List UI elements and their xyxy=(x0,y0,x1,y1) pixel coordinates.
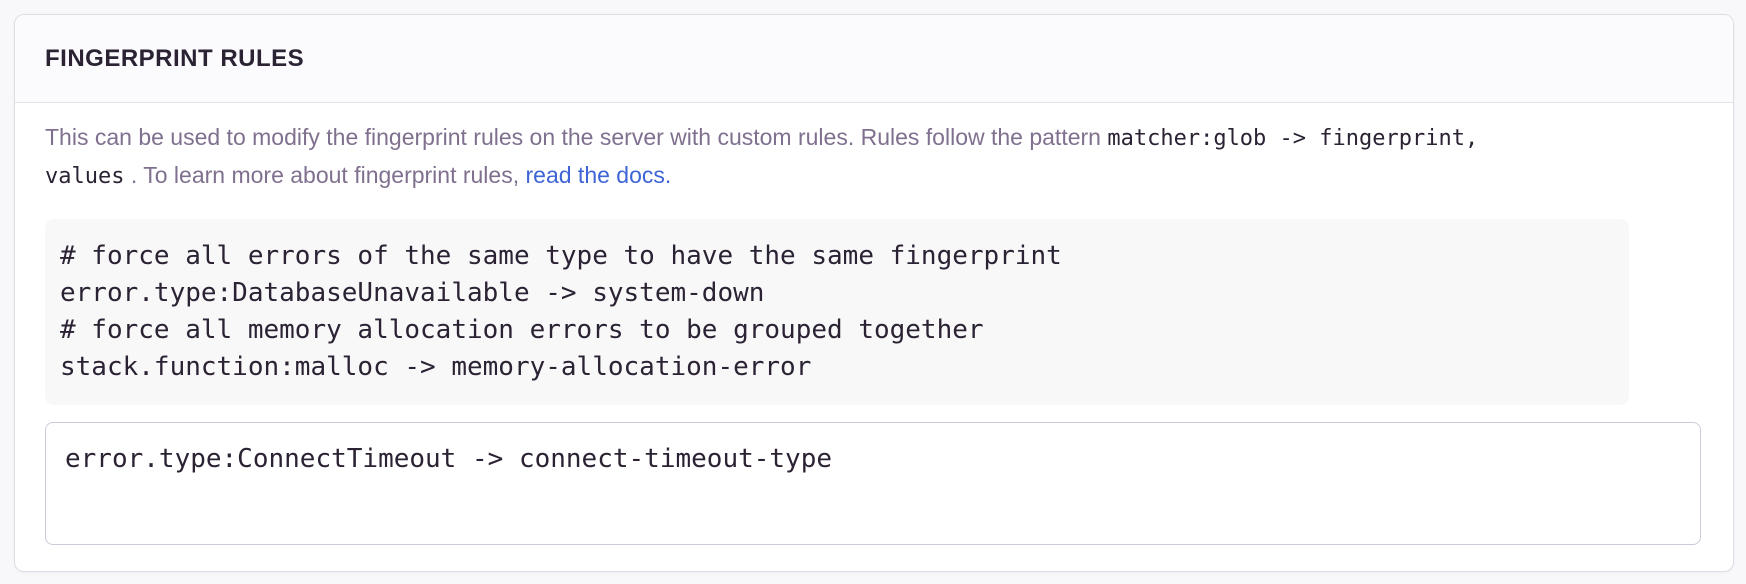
panel-body: This can be used to modify the fingerpri… xyxy=(15,103,1733,571)
panel-title: FINGERPRINT RULES xyxy=(45,44,305,72)
description-middle-text: . To learn more about fingerprint rules, xyxy=(124,162,526,188)
read-the-docs-link[interactable]: read the docs. xyxy=(525,162,672,188)
pattern-inline-code-line1: matcher:glob -> fingerprint, xyxy=(1107,126,1479,151)
panel-header: FINGERPRINT RULES xyxy=(15,15,1733,103)
description-intro-text: This can be used to modify the fingerpri… xyxy=(45,124,1108,150)
fingerprint-rules-textarea[interactable]: error.type:ConnectTimeout -> connect-tim… xyxy=(45,422,1701,545)
pattern-inline-code-line2: values xyxy=(45,164,125,189)
fingerprint-rules-panel: FINGERPRINT RULES This can be used to mo… xyxy=(14,14,1734,572)
panel-description: This can be used to modify the fingerpri… xyxy=(45,119,1701,195)
example-rules-code-block: # force all errors of the same type to h… xyxy=(45,219,1629,405)
